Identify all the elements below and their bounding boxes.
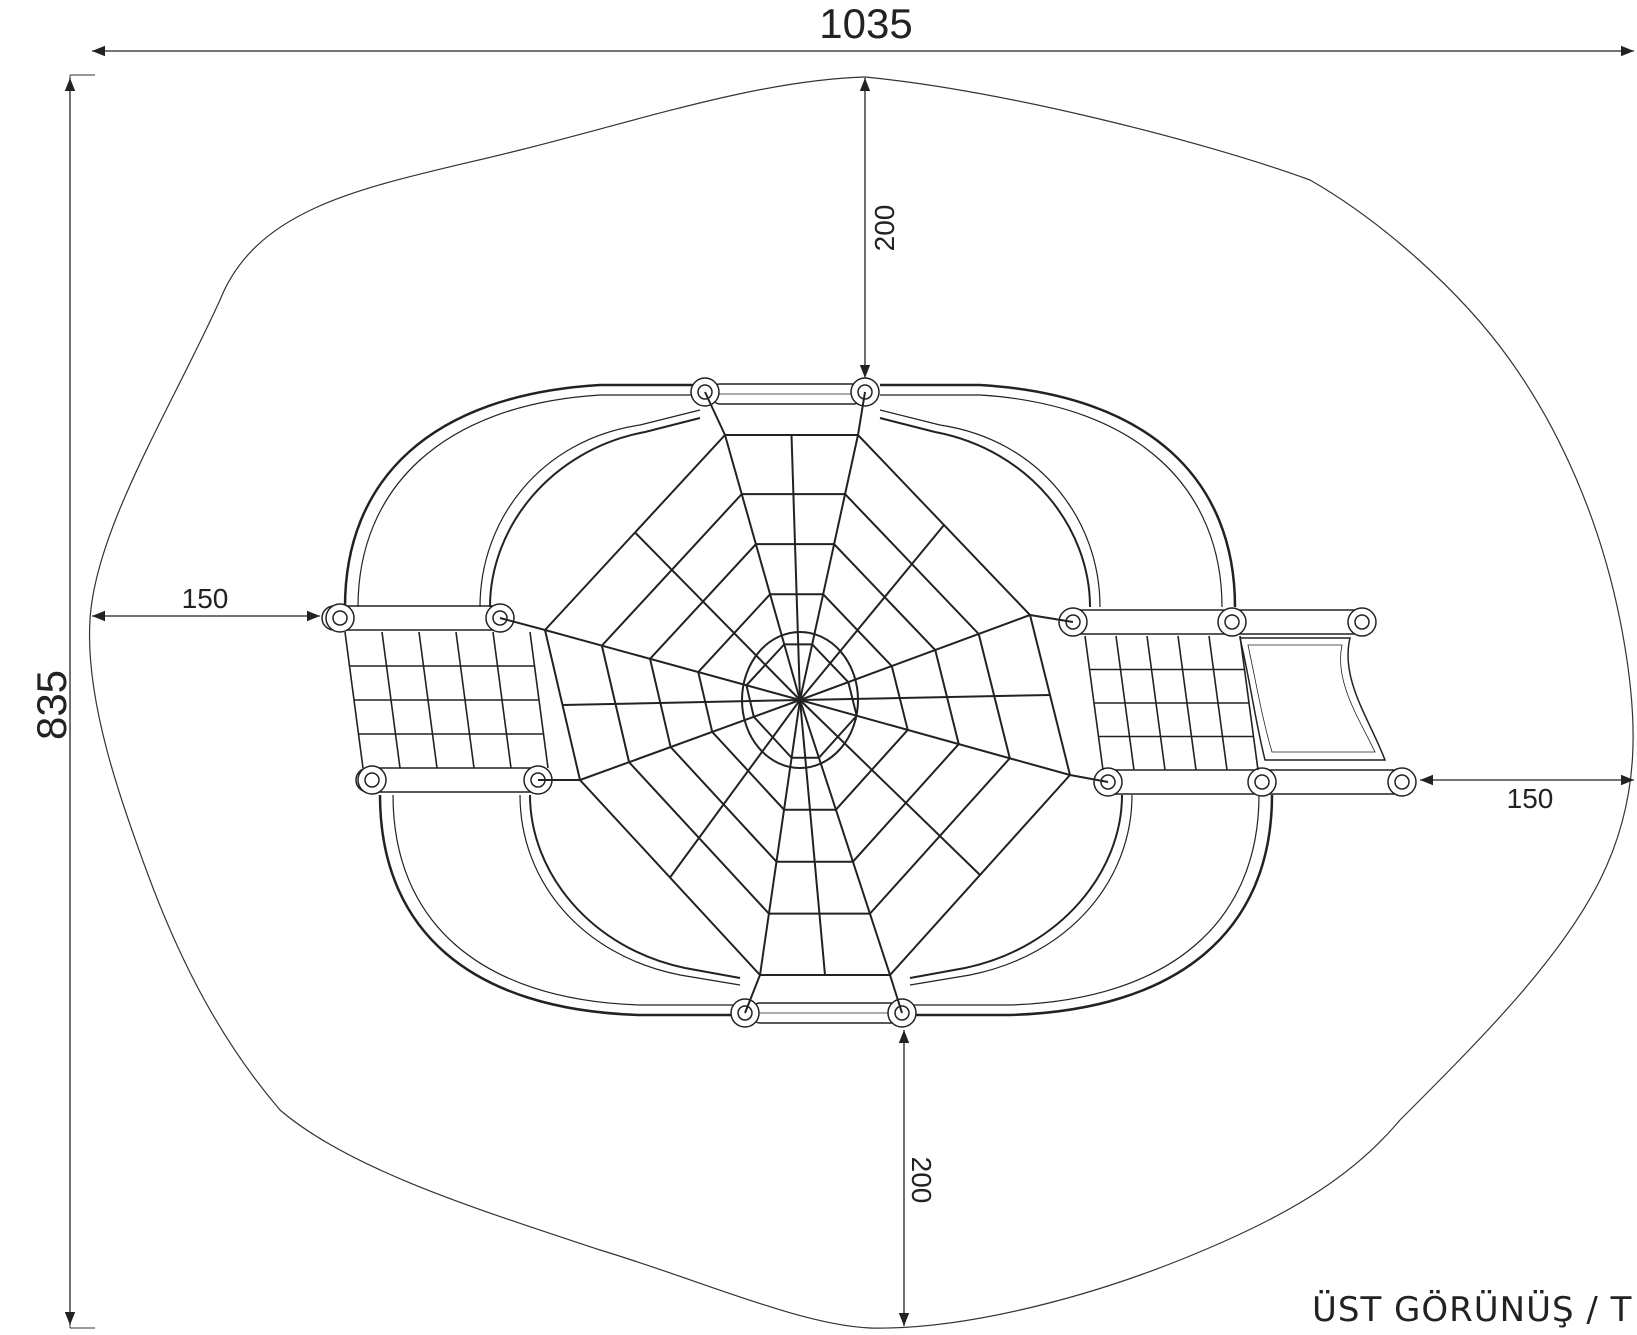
spider-net-radial	[759, 699, 801, 976]
play-equipment	[321, 377, 1417, 1028]
spider-net-radial	[579, 699, 801, 781]
post-cap	[894, 1005, 910, 1021]
post-cap	[1100, 774, 1116, 790]
post-cap	[1065, 614, 1081, 630]
post-cap	[332, 610, 348, 626]
post-cap	[857, 384, 873, 400]
top-beam	[711, 383, 863, 405]
dim-left-clearance: 150	[182, 583, 229, 614]
spider-net-radial	[790, 434, 801, 701]
dim-overall-width: 1035	[819, 0, 912, 47]
post-cap	[1224, 614, 1240, 630]
climbing-wall-bottom-left	[378, 794, 741, 1017]
spider-net-radial	[799, 434, 859, 701]
right-bars	[1059, 609, 1411, 795]
left-bars	[321, 605, 547, 793]
posts	[325, 377, 1417, 1028]
post-cap	[697, 384, 713, 400]
bottom-beam	[751, 1002, 903, 1024]
spider-net-tie	[744, 974, 761, 1014]
dim-overall-depth: 835	[28, 670, 75, 740]
spider-net-radial	[562, 699, 801, 706]
dim-bottom-clearance: 200	[906, 1157, 937, 1204]
post	[1217, 607, 1247, 637]
spider-net-radial	[669, 699, 801, 879]
post-cap	[1254, 774, 1270, 790]
post-cap	[364, 772, 380, 788]
spider-net-radial	[799, 524, 945, 701]
spider-net-radial	[724, 434, 801, 701]
spider-net-radial	[799, 699, 1071, 776]
post-cap	[737, 1005, 753, 1021]
view-caption: ÜST GÖRÜNÜŞ / T	[1312, 1290, 1633, 1330]
spider-net-tie	[704, 391, 726, 436]
post	[325, 603, 355, 633]
dimension-lines	[64, 45, 1634, 1326]
dim-right-clearance: 150	[1507, 783, 1554, 814]
climbing-wall-top-left	[343, 383, 701, 608]
spider-net-center	[741, 631, 859, 769]
spider-net-tie	[857, 391, 866, 436]
post	[357, 765, 387, 795]
side-nets	[344, 631, 1259, 771]
dim-top-clearance: 200	[869, 205, 900, 252]
spider-net-radial	[544, 629, 801, 701]
spider-net-radial	[799, 699, 891, 976]
spider-net-tie	[1029, 614, 1074, 623]
spider-net-radial	[799, 694, 1051, 701]
spider-net	[499, 391, 1109, 1014]
spider-net-radial	[634, 531, 801, 701]
post	[1347, 607, 1377, 637]
spider-net-tie	[1069, 774, 1109, 783]
spider-net-tie	[499, 617, 546, 631]
post-cap	[1354, 614, 1370, 630]
post	[1387, 767, 1417, 797]
spider-net-radial	[799, 699, 826, 976]
post-cap	[492, 610, 508, 626]
climbing-wall-bottom-right	[909, 794, 1274, 1017]
spider-net-radial	[799, 614, 1031, 701]
post-cap	[1394, 774, 1410, 790]
safety-zone-outline	[88, 76, 1634, 1329]
spider-net-tie	[889, 974, 903, 1014]
post	[1247, 767, 1277, 797]
spider-net-radial	[799, 699, 981, 876]
climbing-wall-top-right	[879, 383, 1237, 608]
spider-net-frame	[543, 434, 1072, 976]
right-climbing-panel	[1239, 637, 1387, 761]
